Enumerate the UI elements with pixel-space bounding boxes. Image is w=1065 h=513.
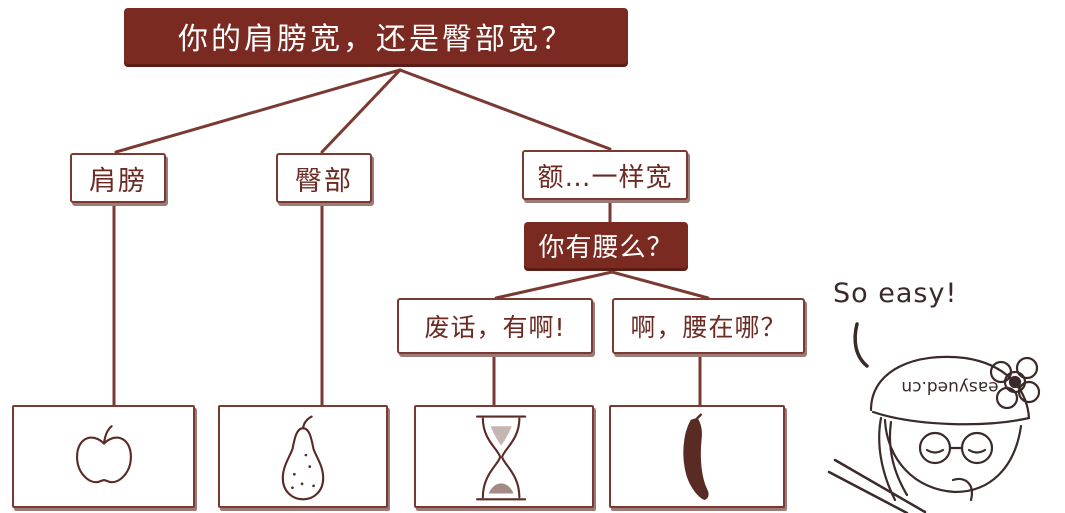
result-apple <box>12 405 195 508</box>
link-root-hip <box>320 68 402 154</box>
link-root-shoulder <box>114 68 402 154</box>
result-hourglass <box>414 405 594 508</box>
link-waist-where <box>610 270 710 300</box>
answer-where: 啊，腰在哪？ <box>612 298 805 354</box>
answer-yes: 废话，有啊! <box>397 298 593 354</box>
root-question: 你的肩膀宽，还是臀部宽？ <box>124 8 628 64</box>
mascot-character: easyued.cn <box>827 322 1041 513</box>
link-root-same <box>398 68 612 151</box>
apple-icon <box>76 425 132 484</box>
cap-text: easyued.cn <box>901 377 998 397</box>
pear-icon <box>281 415 325 501</box>
link-waist-yes <box>494 270 614 300</box>
branch-hip: 臀部 <box>276 153 372 203</box>
result-pear <box>218 405 388 508</box>
hourglass-icon <box>476 415 527 501</box>
speech-text: So easy! <box>833 278 958 309</box>
branch-shoulder: 肩膀 <box>70 153 166 203</box>
branch-same: 额…一样宽 <box>522 150 688 200</box>
waist-question: 你有腰么？ <box>524 222 688 268</box>
result-banana <box>609 405 785 508</box>
banana-icon <box>683 413 709 500</box>
